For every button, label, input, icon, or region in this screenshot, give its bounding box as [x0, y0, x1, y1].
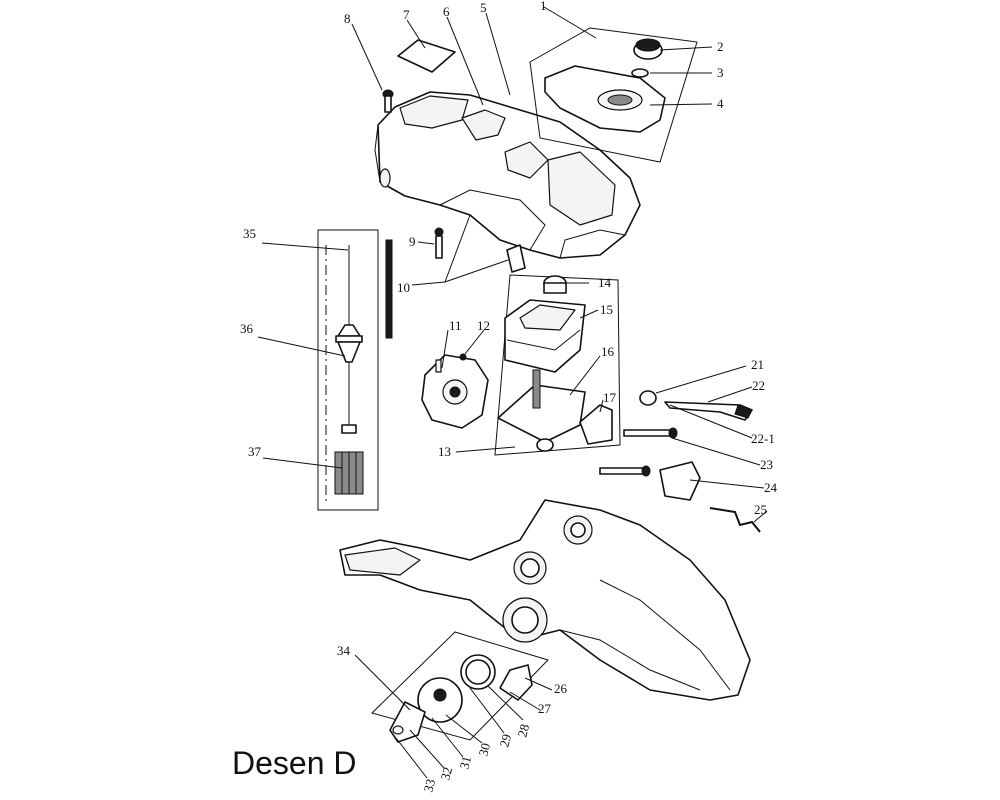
callout-17: 17: [603, 390, 617, 405]
callout-24: 24: [764, 480, 778, 495]
leader-lines: [257, 6, 768, 779]
crankcase-body: [339, 499, 751, 701]
wire-25: [709, 507, 761, 533]
callout-2: 2: [717, 39, 724, 54]
file-rod: [385, 239, 393, 339]
nut-21: [639, 390, 657, 406]
callout-31: 31: [456, 754, 474, 770]
callout-labels: 1 2 3 4 5 6 7 8 9 10 11 12 13 14 15 16 1…: [240, 0, 778, 794]
callout-23: 23: [760, 457, 773, 472]
clip-10: [506, 244, 526, 273]
callout-22: 22: [752, 378, 765, 393]
callout-37: 37: [248, 444, 262, 459]
callout-11: 11: [449, 318, 462, 333]
filter-sheet: [397, 39, 456, 73]
callout-25: 25: [754, 502, 767, 517]
tool-group: [317, 229, 379, 511]
callout-21: 21: [751, 357, 764, 372]
callout-16: 16: [601, 344, 615, 359]
callout-12: 12: [477, 318, 490, 333]
screw-9: [434, 227, 444, 259]
callout-34: 34: [337, 643, 351, 658]
callout-6: 6: [443, 4, 450, 19]
callout-29: 29: [496, 732, 514, 748]
callout-35: 35: [243, 226, 256, 241]
diagram-caption: Desen D: [232, 745, 357, 781]
callout-27: 27: [538, 701, 552, 716]
bolt-and-bracket-24: [599, 461, 701, 501]
bolt-23: [623, 427, 678, 439]
top-cover-housing: [374, 91, 641, 259]
screw-8: [382, 89, 394, 113]
callout-4: 4: [717, 96, 724, 111]
callout-32: 32: [437, 765, 455, 781]
callout-22-1: 22-1: [751, 431, 775, 446]
clutch-group: [371, 631, 549, 743]
callout-1: 1: [540, 0, 547, 13]
callout-36: 36: [240, 321, 254, 336]
callout-7: 7: [403, 7, 410, 22]
air-filter-assembly: [494, 274, 621, 456]
callout-28: 28: [514, 722, 532, 738]
lever-22: [664, 401, 753, 421]
callout-9: 9: [409, 234, 416, 249]
lid-assembly: [529, 27, 698, 163]
callout-15: 15: [600, 302, 613, 317]
callout-8: 8: [344, 11, 351, 26]
callout-33: 33: [420, 777, 438, 793]
callout-30: 30: [475, 741, 493, 757]
o-ring: [631, 68, 649, 78]
callout-5: 5: [480, 0, 487, 15]
callout-14: 14: [598, 275, 612, 290]
callout-26: 26: [554, 681, 568, 696]
carburetor: [421, 353, 489, 429]
callout-3: 3: [717, 65, 724, 80]
callout-10: 10: [397, 280, 410, 295]
callout-13: 13: [438, 444, 451, 459]
filler-cap: [633, 38, 663, 60]
